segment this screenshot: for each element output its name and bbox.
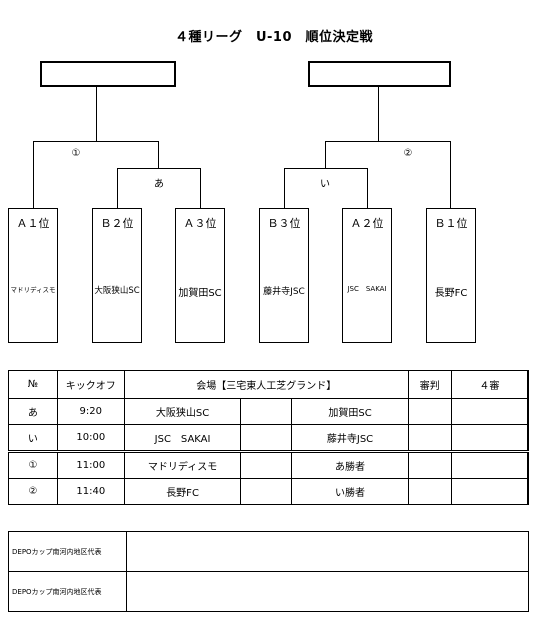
- team-seed: Ａ２位: [350, 217, 384, 230]
- match-label: あ: [154, 179, 164, 190]
- header-no: №: [8, 370, 58, 399]
- crew-cell: [450, 478, 529, 505]
- header-kickoff: キックオフ: [56, 370, 125, 399]
- referee-cell: [407, 398, 452, 425]
- team-name: 加賀田SC: [178, 288, 222, 299]
- representative-label: DEPOカップ南河内地区代表: [8, 531, 127, 572]
- header-crew: ４審: [450, 370, 529, 399]
- team-slot: Ａ１位 マドリディスモ: [8, 208, 58, 343]
- table-row: あ 9:20 大阪狭山SC 加賀田SC: [8, 398, 529, 425]
- referee-cell: [407, 424, 452, 452]
- connector: [96, 87, 97, 142]
- team-seed: Ａ１位: [16, 217, 50, 230]
- table-row: DEPOカップ南河内地区代表: [8, 571, 529, 612]
- team-slot: Ｂ１位 長野FC: [426, 208, 476, 343]
- match-time: 11:40: [56, 478, 125, 505]
- winner-box-left: [40, 61, 176, 87]
- crew-cell: [450, 424, 529, 452]
- connector: [450, 141, 451, 208]
- table-row: い 10:00 JSC SAKAI 藤井寺JSC: [8, 424, 529, 452]
- match-vs-cell: [240, 450, 293, 479]
- match-vs-cell: [240, 478, 293, 505]
- page-title: ４種リーグ U-10 順位決定戦: [174, 30, 374, 45]
- team-slot: Ｂ３位 藤井寺JSC: [259, 208, 309, 343]
- match-team2: 加賀田SC: [291, 398, 409, 425]
- representatives-table: DEPOカップ南河内地区代表 DEPOカップ南河内地区代表: [8, 531, 529, 612]
- match-team1: 長野FC: [123, 478, 242, 505]
- team-slot: Ａ３位 加賀田SC: [175, 208, 225, 343]
- team-seed: Ｂ２位: [100, 217, 134, 230]
- match-no: ①: [8, 450, 58, 479]
- crew-cell: [450, 450, 529, 479]
- match-team2: あ勝者: [291, 450, 409, 479]
- representative-value: [126, 531, 529, 572]
- match-vs-cell: [240, 398, 293, 425]
- header-referee: 審判: [407, 370, 452, 399]
- team-seed: Ｂ３位: [267, 217, 301, 230]
- match-time: 9:20: [56, 398, 125, 425]
- connector: [200, 168, 201, 208]
- match-no: ②: [8, 478, 58, 505]
- schedule-table: № キックオフ 会場【三宅東人工芝グランド】 審判 ４審 あ 9:20 大阪狭山…: [8, 370, 529, 505]
- team-name: JSC SAKAI: [347, 285, 387, 293]
- team-slot: Ｂ２位 大阪狭山SC: [92, 208, 142, 343]
- referee-cell: [407, 478, 452, 505]
- match-no: あ: [8, 398, 58, 425]
- match-team1: JSC SAKAI: [123, 424, 242, 452]
- team-seed: Ｂ１位: [434, 217, 468, 230]
- match-time: 10:00: [56, 424, 125, 452]
- crew-cell: [450, 398, 529, 425]
- match-vs-cell: [240, 424, 293, 452]
- connector: [117, 168, 118, 208]
- team-name: 大阪狭山SC: [94, 286, 140, 296]
- connector: [117, 168, 200, 169]
- header-venue: 会場【三宅東人工芝グランド】: [123, 370, 409, 399]
- connector: [33, 141, 34, 208]
- table-row: DEPOカップ南河内地区代表: [8, 531, 529, 572]
- connector: [158, 141, 159, 168]
- connector: [325, 141, 450, 142]
- representative-value: [126, 571, 529, 612]
- team-name: 藤井寺JSC: [263, 287, 305, 297]
- representative-label: DEPOカップ南河内地区代表: [8, 571, 127, 612]
- table-row: ① 11:00 マドリディスモ あ勝者: [8, 450, 529, 479]
- team-seed: Ａ３位: [183, 217, 217, 230]
- table-header-row: № キックオフ 会場【三宅東人工芝グランド】 審判 ４審: [8, 370, 529, 399]
- table-row: ② 11:40 長野FC い勝者: [8, 478, 529, 505]
- match-team2: 藤井寺JSC: [291, 424, 409, 452]
- connector: [378, 87, 379, 142]
- team-slot: Ａ２位 JSC SAKAI: [342, 208, 392, 343]
- connector: [325, 141, 326, 168]
- connector: [367, 168, 368, 208]
- referee-cell: [407, 450, 452, 479]
- team-name: 長野FC: [434, 288, 468, 299]
- match-label: い: [320, 179, 330, 190]
- connector: [284, 168, 285, 208]
- winner-box-right: [308, 61, 451, 87]
- connector: [284, 168, 367, 169]
- connector: [33, 141, 158, 142]
- match-label: ②: [403, 148, 413, 159]
- match-team1: 大阪狭山SC: [123, 398, 242, 425]
- match-team2: い勝者: [291, 478, 409, 505]
- match-label: ①: [71, 148, 81, 159]
- match-time: 11:00: [56, 450, 125, 479]
- match-team1: マドリディスモ: [123, 450, 242, 479]
- team-name: マドリディスモ: [10, 286, 56, 294]
- match-no: い: [8, 424, 58, 452]
